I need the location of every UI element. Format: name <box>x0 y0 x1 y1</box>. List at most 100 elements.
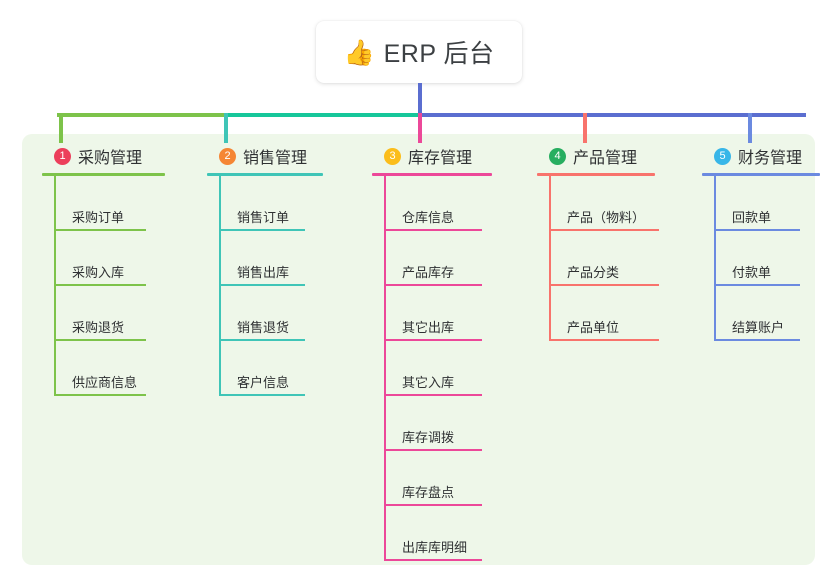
branch-item-underline <box>384 394 482 396</box>
branch-item-underline <box>714 229 800 231</box>
branch-items-1: 采购订单采购入库采购退货供应商信息 <box>54 176 165 396</box>
branch-title-2: 销售管理 <box>243 150 308 167</box>
branch-item-underline <box>549 229 659 231</box>
branch-item[interactable]: 产品（物料） <box>549 176 659 231</box>
branch-underline-1 <box>42 173 165 176</box>
branch-drop-connector-3 <box>418 113 422 143</box>
bar-segment-right <box>418 113 806 117</box>
branch-item[interactable]: 产品单位 <box>549 286 659 341</box>
branch-item-underline <box>549 284 659 286</box>
branch-item-label: 结算账户 <box>732 320 785 335</box>
branch-item[interactable]: 付款单 <box>714 231 820 286</box>
root-node-card[interactable]: 👍 ERP 后台 <box>316 21 522 83</box>
branch-column-5: 5 财务管理回款单付款单结算账户 <box>700 143 820 341</box>
branch-drop-connector-5 <box>748 113 752 143</box>
branch-underline-2 <box>207 173 323 176</box>
branch-badge-5: 5 <box>714 147 731 165</box>
branch-item-label: 产品库存 <box>402 265 455 280</box>
branch-underline-5 <box>702 173 820 176</box>
branch-item-underline <box>384 229 482 231</box>
branch-item-label: 其它出库 <box>402 320 455 335</box>
branch-item-label: 出库库明细 <box>402 540 468 555</box>
branch-item[interactable]: 结算账户 <box>714 286 820 341</box>
bar-segment-purchasing <box>57 113 224 117</box>
branch-item[interactable]: 供应商信息 <box>54 341 165 396</box>
root-trunk-connector <box>418 83 422 115</box>
mindmap-panel <box>22 134 815 565</box>
branch-item[interactable]: 销售出库 <box>219 231 323 286</box>
branch-column-1: 1 采购管理采购订单采购入库采购退货供应商信息 <box>40 143 165 396</box>
branch-item-underline <box>384 284 482 286</box>
branch-item-underline <box>219 394 305 396</box>
branch-item-label: 客户信息 <box>237 375 290 390</box>
branch-item[interactable]: 采购退货 <box>54 286 165 341</box>
branch-item[interactable]: 库存盘点 <box>384 451 492 506</box>
branch-item-underline <box>384 449 482 451</box>
branch-title-3: 库存管理 <box>408 150 473 167</box>
branch-item-label: 采购退货 <box>72 320 125 335</box>
branch-item-label: 供应商信息 <box>72 375 138 390</box>
branch-spine-4 <box>549 176 551 341</box>
branch-column-2: 2 销售管理销售订单销售出库销售退货客户信息 <box>205 143 323 396</box>
branch-title-4: 产品管理 <box>573 150 638 167</box>
branch-item-label: 销售订单 <box>237 210 290 225</box>
branch-item[interactable]: 产品分类 <box>549 231 659 286</box>
branch-item[interactable]: 仓库信息 <box>384 176 492 231</box>
branch-item[interactable]: 库存调拨 <box>384 396 492 451</box>
branch-item-label: 回款单 <box>732 210 772 225</box>
branch-drop-connector-2 <box>224 113 228 143</box>
branch-item-label: 库存盘点 <box>402 485 455 500</box>
branch-item[interactable]: 销售退货 <box>219 286 323 341</box>
branch-items-5: 回款单付款单结算账户 <box>714 176 820 341</box>
branch-item-underline <box>384 339 482 341</box>
branch-item[interactable]: 采购入库 <box>54 231 165 286</box>
branch-underline-3 <box>372 173 492 176</box>
branch-title-1: 采购管理 <box>78 150 143 167</box>
branch-item-underline <box>384 504 482 506</box>
branch-header-5[interactable]: 5 财务管理 <box>700 143 820 169</box>
branch-header-2[interactable]: 2 销售管理 <box>205 143 323 169</box>
branch-spine-3 <box>384 176 386 561</box>
branch-item-underline <box>219 339 305 341</box>
bar-segment-sales <box>224 113 418 117</box>
branch-spine-1 <box>54 176 56 396</box>
branch-header-1[interactable]: 1 采购管理 <box>40 143 165 169</box>
branch-item-label: 库存调拨 <box>402 430 455 445</box>
branch-spine-2 <box>219 176 221 396</box>
branch-item-label: 其它入库 <box>402 375 455 390</box>
branch-item[interactable]: 销售订单 <box>219 176 323 231</box>
branch-item[interactable]: 出库库明细 <box>384 506 492 561</box>
branch-item-underline <box>384 559 482 561</box>
branch-item-underline <box>714 339 800 341</box>
branch-title-5: 财务管理 <box>738 150 803 167</box>
branch-item-label: 采购订单 <box>72 210 125 225</box>
branch-drop-connector-1 <box>59 113 63 143</box>
branch-item-underline <box>54 394 146 396</box>
branch-item-underline <box>219 284 305 286</box>
branch-badge-2: 2 <box>219 147 236 165</box>
branch-header-4[interactable]: 4 产品管理 <box>535 143 655 169</box>
branch-item-label: 仓库信息 <box>402 210 455 225</box>
branch-item-label: 采购入库 <box>72 265 125 280</box>
branch-item[interactable]: 其它出库 <box>384 286 492 341</box>
branch-item-underline <box>549 339 659 341</box>
branch-item-underline <box>219 229 305 231</box>
branch-item-underline <box>54 229 146 231</box>
branch-column-4: 4 产品管理产品（物料） 产品分类产品单位 <box>535 143 659 341</box>
thumbs-up-icon: 👍 <box>343 38 375 67</box>
branch-items-4: 产品（物料） 产品分类产品单位 <box>549 176 659 341</box>
branch-item-label: 销售出库 <box>237 265 290 280</box>
branch-badge-4: 4 <box>549 147 566 165</box>
branch-item[interactable]: 采购订单 <box>54 176 165 231</box>
branch-item[interactable]: 回款单 <box>714 176 820 231</box>
branch-item-label: 销售退货 <box>237 320 290 335</box>
branch-item-label: 产品（物料） <box>567 210 646 225</box>
branch-item[interactable]: 其它入库 <box>384 341 492 396</box>
branch-badge-1: 1 <box>54 147 71 165</box>
branch-item[interactable]: 产品库存 <box>384 231 492 286</box>
branch-items-3: 仓库信息产品库存其它出库其它入库库存调拨库存盘点出库库明细 <box>384 176 492 561</box>
branch-item-underline <box>54 284 146 286</box>
branch-items-2: 销售订单销售出库销售退货客户信息 <box>219 176 323 396</box>
branch-item[interactable]: 客户信息 <box>219 341 323 396</box>
